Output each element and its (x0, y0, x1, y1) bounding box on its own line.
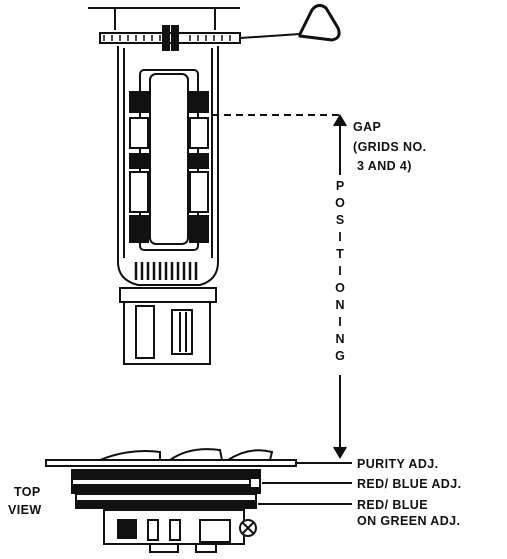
positioning-letter: I (338, 230, 341, 244)
gap-label: GAP (353, 120, 381, 134)
gap-grids-numbers-label: 3 AND 4) (357, 159, 412, 173)
positioning-letter: S (336, 213, 344, 227)
red-blue-adj-label: RED/ BLUE ADJ. (357, 477, 461, 491)
positioning-letter: N (335, 298, 344, 312)
tube-base-socket (119, 287, 217, 365)
positioning-letter: P (336, 179, 344, 193)
positioning-letter: T (336, 247, 344, 261)
clamp-key-handle (298, 3, 341, 42)
purity-magnet-assembly (45, 448, 297, 553)
positioning-letter: I (338, 264, 341, 278)
positioning-letter: I (338, 315, 341, 329)
crt-neck (88, 7, 240, 286)
positioning-letter: O (335, 196, 345, 210)
positioning-arrow (333, 375, 347, 459)
red-blue-on-green-label-line2: ON GREEN ADJ. (357, 514, 460, 528)
electron-gun (129, 69, 209, 280)
positioning-letter: G (335, 349, 345, 363)
top-view-label-line2: VIEW (8, 503, 42, 517)
top-view-label: TOP (14, 485, 41, 499)
red-blue-on-green-label: RED/ BLUE (357, 498, 428, 512)
neck-clamp (99, 25, 301, 51)
positioning-letter: N (335, 332, 344, 346)
purity-adj-label: PURITY ADJ. (357, 457, 439, 471)
gap-grids-label: (GRIDS NO. (353, 140, 426, 154)
gap-indicator (212, 114, 347, 175)
adjustment-leader-lines (258, 462, 352, 505)
positioning-letter: O (335, 281, 345, 295)
positioning-label: P O S I T I O N I N G (335, 179, 345, 363)
